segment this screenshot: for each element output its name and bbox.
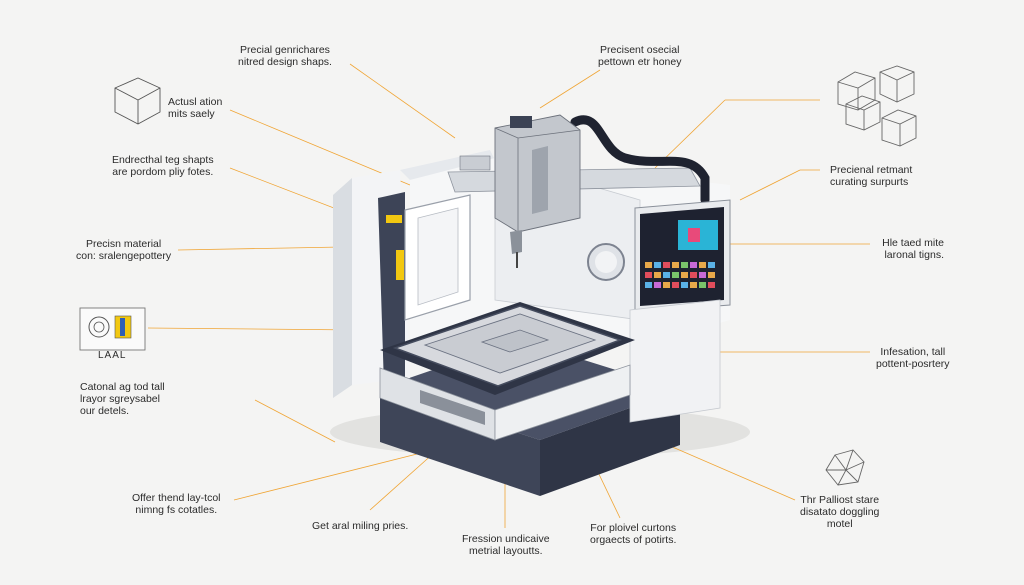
left-housing [333, 150, 495, 398]
right-housing [629, 299, 721, 423]
callout-bottom-1: Get aral miling pries. [312, 520, 409, 532]
polyhedron-icon [825, 449, 865, 486]
work-table [379, 302, 635, 441]
spindle-head [494, 114, 581, 268]
widget-thumbnail-icon [79, 307, 146, 351]
cube-icon [114, 77, 161, 125]
stacked-cubes-icon [837, 65, 917, 147]
control-panel [634, 199, 731, 313]
cable-chain [570, 115, 710, 205]
widget-caption: LAAL [98, 350, 127, 361]
